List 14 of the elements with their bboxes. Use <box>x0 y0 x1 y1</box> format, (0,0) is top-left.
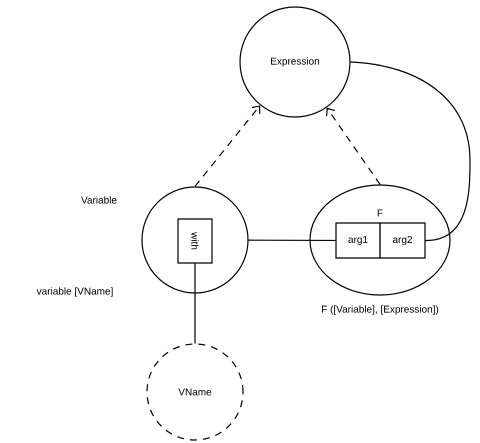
connector-line <box>248 240 336 242</box>
arrow <box>194 105 260 187</box>
node-label: Variable <box>81 196 117 204</box>
variable-circle <box>141 186 249 294</box>
node-label: variable [VName] <box>36 287 113 297</box>
function-ellipse <box>309 184 451 296</box>
argument-box: arg2 <box>379 222 426 259</box>
node-label: F <box>378 210 383 216</box>
node-label: F ([Variable], [Expression]) <box>322 305 438 315</box>
argument-box: arg1 <box>335 222 381 259</box>
connector-line <box>350 61 471 242</box>
arrow <box>326 108 380 185</box>
with-box: with <box>177 218 213 264</box>
connector-line <box>194 264 196 344</box>
